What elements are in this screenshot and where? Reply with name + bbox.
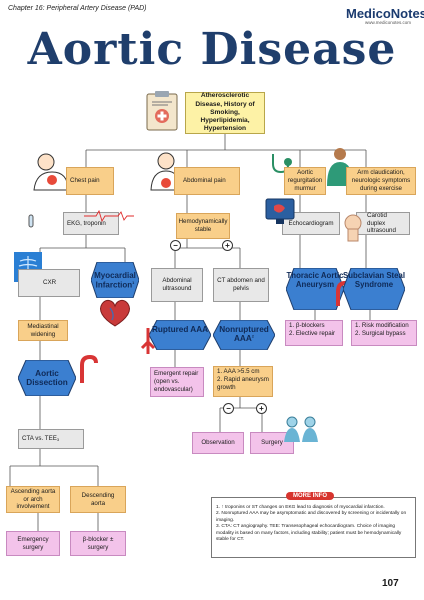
emergency-surgery-box: Emergency surgery [6, 531, 60, 556]
chapter-heading: Chapter 16: Peripheral Artery Disease (P… [8, 5, 147, 12]
abdominal-ultrasound-box: Abdominal ultrasound [151, 268, 203, 302]
clipboard-icon [146, 91, 178, 131]
logo-url: www.mediconotes.com [365, 20, 412, 25]
subclavian-treatment-item: 1. Risk modification [355, 322, 409, 329]
taa-treatment-item: 1. β-blockers [289, 322, 325, 329]
abdominal-pain-box: Abdominal pain [174, 167, 240, 195]
subclavian-treatment-item: 2. Surgical bypass [355, 329, 406, 337]
hemo-negative-marker: − [170, 240, 181, 251]
ruptured-aaa-diamond [149, 320, 211, 350]
page-title: Aortic Disease [27, 24, 397, 75]
page-number: 107 [382, 578, 399, 589]
tube-icon [28, 214, 34, 228]
criteria-positive-marker: + [256, 403, 267, 414]
nonruptured-aaa-diamond [213, 320, 275, 350]
hemo-positive-marker: + [222, 240, 233, 251]
myocardial-infarction-label: Myocardial Infarction1 [94, 271, 136, 290]
subclavian-treatment-box: 1. Risk modification 2. Surgical bypass [351, 320, 417, 346]
more-info-list: 1. ↑ troponins or ST changes on EKG lead… [216, 505, 413, 544]
taa-treatment-item: 2. Elective repair [289, 329, 336, 337]
arm-claudication-box: Arm claudication, neurologic symptoms du… [346, 167, 416, 195]
ruptured-aorta-icon [140, 328, 156, 354]
patient-chest-pain-icon [33, 153, 69, 191]
surgery-box: Surgery [250, 432, 294, 454]
criteria-item: 1. AAA >5.5 cm [217, 368, 260, 375]
carotid-duplex-box: Carotid duplex ultrasound [356, 212, 410, 235]
aortic-dissection-diamond [18, 360, 76, 396]
logo-text: MedicoNotes [346, 6, 424, 21]
subclavian-diamond [343, 268, 405, 310]
ruptured-aaa-label: Ruptured AAA [151, 325, 209, 334]
ekg-troponin-box: EKG, troponin [63, 212, 119, 235]
hemodynamically-stable-box: Hemodynamically stable [176, 213, 230, 239]
mediastinal-widening-box: Mediastinal widening [18, 320, 68, 341]
observation-box: Observation [192, 432, 244, 454]
more-info-item: 3. CTA: CT angiography. TEE: Transesopha… [216, 524, 402, 543]
more-info-item: 1. ↑ troponins or ST changes on EKG lead… [216, 505, 385, 510]
chest-pain-box: Chest pain [66, 167, 114, 195]
ascending-aorta-box: Ascending aorta or arch involvement [6, 486, 60, 513]
taa-label: Thoracic Aortic Aneurysm [286, 271, 344, 289]
aortic-regurgitation-box: Aortic regurgitation murmur [284, 167, 326, 195]
aortic-dissection-label: Aortic Dissection [26, 369, 68, 388]
emergent-repair-box: Emergent repair (open vs. endovascular) [150, 367, 204, 397]
taa-treatment-box: 1. β-blockers 2. Elective repair [285, 320, 343, 346]
heart-icon [100, 299, 130, 327]
subclavian-steal-label: Subclavian Steal Syndrome [343, 271, 405, 289]
ct-abdomen-pelvis-box: CT abdomen and pelvis [213, 268, 269, 302]
ecg-icon [84, 210, 134, 222]
criteria-item: 2. Rapid aneurysm growth [217, 375, 269, 391]
surgeons-icon [284, 416, 318, 442]
mediconotes-logo: MedicoNotes www.mediconotes.com [346, 3, 424, 29]
more-info-panel: MORE INFO 1. ↑ troponins or ST changes o… [211, 492, 416, 558]
mi-diamond [91, 262, 139, 298]
nonruptured-aaa-label: Nonruptured AAA2 [219, 325, 269, 344]
root-risk-factors-box: Atherosclerotic Disease, History of Smok… [185, 92, 265, 134]
aorta-icon [80, 355, 98, 383]
descending-aorta-box: Descending aorta [70, 486, 126, 513]
cxr-box: CXR [18, 269, 80, 297]
monitor-icon [265, 198, 295, 224]
more-info-item: 2. Nonruptured AAA may be asymptomatic a… [216, 511, 407, 523]
criteria-negative-marker: − [223, 403, 234, 414]
neck-icon [344, 214, 362, 242]
aaa-criteria-box: 1. AAA >5.5 cm 2. Rapid aneurysm growth [213, 366, 273, 397]
more-info-title: MORE INFO [286, 492, 334, 500]
taa-diamond [286, 268, 344, 310]
beta-blocker-surgery-box: β-blocker ± surgery [70, 531, 126, 556]
